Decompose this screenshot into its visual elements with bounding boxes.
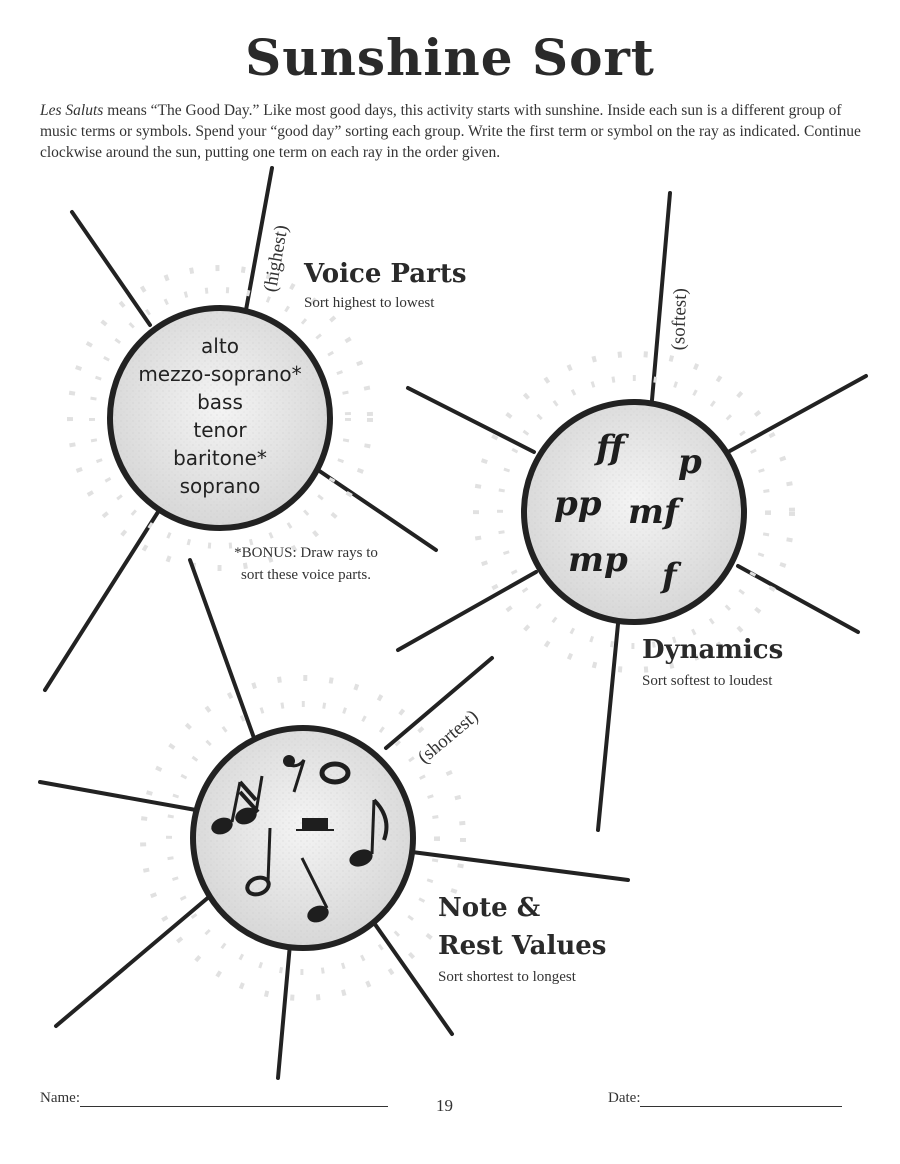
- half-rest-symbol: [296, 818, 334, 831]
- intro-text: means “The Good Day.” Like most good day…: [40, 102, 861, 161]
- page-number: 19: [436, 1096, 453, 1115]
- notes-sun-rays: [38, 558, 630, 1080]
- name-field[interactable]: Name:: [40, 1090, 388, 1107]
- quarter-note-symbol: [300, 857, 329, 923]
- sun-ray: [726, 374, 868, 454]
- half-note-symbol: [245, 827, 272, 897]
- sun-ray: [316, 468, 438, 552]
- notes-heading-line1: Note &: [438, 893, 541, 923]
- dynamic-mp: mp: [568, 540, 628, 580]
- instructions-paragraph: Les Saluts means “The Good Day.” Like mo…: [40, 100, 866, 163]
- sun-ray: [54, 894, 212, 1028]
- voice-term: baritone*: [173, 446, 267, 470]
- sun-ray: [410, 850, 630, 882]
- eighth-rest-symbol: [283, 755, 306, 793]
- sun-ray: [406, 386, 536, 454]
- sun-ray: [384, 656, 494, 750]
- dynamics-sun-glow: [473, 351, 795, 673]
- notes-sun-glow: [140, 675, 466, 1001]
- page-title: Sunshine Sort: [245, 28, 655, 87]
- voice-parts-heading: Voice Parts: [304, 259, 467, 289]
- dynamic-pp: pp: [554, 484, 602, 524]
- dynamics-sun-rays: [396, 191, 868, 832]
- date-field[interactable]: Date:: [608, 1090, 843, 1107]
- dynamic-p: p: [678, 442, 702, 482]
- date-label: Date:: [608, 1090, 641, 1106]
- bonus-note: *BONUS: Draw rays to sort these voice pa…: [206, 542, 406, 586]
- sun-ray: [736, 564, 860, 634]
- sun-ray: [244, 166, 274, 312]
- note-rest-symbols: [211, 755, 389, 923]
- dynamics-heading: Dynamics: [642, 635, 784, 665]
- sun-ray: [370, 918, 454, 1036]
- softest-ray-label: (softest): [668, 287, 692, 351]
- voice-term: mezzo-soprano*: [138, 362, 302, 386]
- dynamics-instruction: Sort softest to loudest: [642, 673, 773, 689]
- sun-ray: [276, 942, 292, 1080]
- dynamic-ff: ff: [596, 428, 625, 468]
- whole-note-symbol: [319, 761, 351, 785]
- sun-ray: [188, 558, 256, 740]
- dynamic-mf: mf: [628, 492, 679, 532]
- voice-parts-sun-glow: [67, 265, 373, 571]
- voice-parts-term-list: alto mezzo-soprano* bass tenor baritone*…: [120, 332, 320, 500]
- voice-term: alto: [201, 334, 239, 358]
- sun-ray: [650, 191, 672, 402]
- bonus-note-line: *BONUS: Draw rays to: [234, 545, 378, 561]
- sun-ray: [596, 622, 620, 832]
- date-line[interactable]: [640, 1092, 843, 1107]
- sun-ray: [43, 510, 160, 692]
- voice-term: tenor: [193, 418, 247, 442]
- notes-instruction: Sort shortest to longest: [438, 969, 576, 985]
- sixteenth-note-symbol: [211, 775, 264, 835]
- dynamic-f: f: [662, 556, 677, 596]
- voice-term: bass: [197, 390, 243, 414]
- bonus-note-line: sort these voice parts.: [241, 567, 371, 583]
- sun-ray: [38, 780, 198, 812]
- sun-ray: [396, 570, 538, 652]
- sun-ray: [70, 210, 152, 327]
- name-label: Name:: [40, 1090, 80, 1106]
- voice-parts-sun-rays: [43, 166, 438, 692]
- eighth-note-symbol: [349, 798, 389, 867]
- name-line[interactable]: [79, 1092, 388, 1107]
- intro-italic-term: Les Saluts: [40, 102, 104, 119]
- voice-term: soprano: [179, 474, 261, 498]
- voice-parts-instruction: Sort highest to lowest: [304, 295, 435, 311]
- notes-heading-line2: Rest Values: [438, 931, 607, 961]
